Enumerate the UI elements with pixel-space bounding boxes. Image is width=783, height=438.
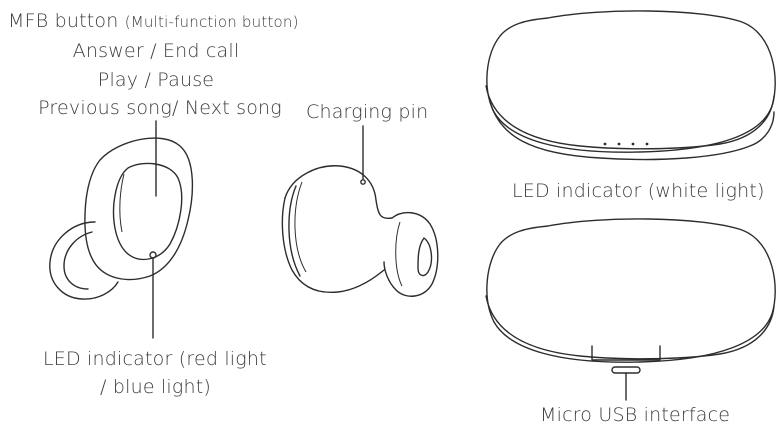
- case-body-outline: [486, 218, 776, 363]
- case-led-label: LED indicator (white light): [512, 180, 765, 202]
- case-bottom-view: [485, 218, 776, 401]
- charging-pin-label: Charging pin: [306, 101, 429, 123]
- case-body-seam: [485, 295, 775, 360]
- mfb-button-outline: [112, 162, 183, 261]
- case-usb-recess: [591, 345, 661, 361]
- mfb-button-note: (Multi-function button): [124, 13, 299, 31]
- previous-next-song-label: Previous song/ Next song: [38, 97, 282, 119]
- earbud-wing-inner: [63, 231, 93, 290]
- earbud-side-body-top: [284, 165, 393, 220]
- play-pause-label: Play / Pause: [97, 69, 215, 91]
- earbud-led-label-line1: LED indicator (red light: [43, 348, 267, 370]
- charging-pin-dot: [360, 179, 366, 185]
- earbud-body: [84, 137, 194, 281]
- case-led-dot-2: [617, 142, 621, 146]
- earbud-led-dot: [149, 251, 157, 259]
- case-lid-outline: [486, 10, 776, 153]
- earbud-led-label-line2: / blue light): [100, 376, 212, 398]
- micro-usb-port: [611, 366, 641, 374]
- case-base-edge: [489, 101, 775, 161]
- case-seam-line: [485, 85, 775, 150]
- case-closed-view: [485, 10, 776, 161]
- mfb-button-label: MFB button (Multi-function button): [8, 10, 299, 32]
- earbud-side-body-bottom: [281, 197, 385, 294]
- earbud-side-face: [288, 185, 301, 277]
- earbud-side-face-inner: [294, 181, 307, 273]
- micro-usb-label: Micro USB interface: [540, 404, 731, 426]
- mfb-button-edge: [119, 173, 125, 233]
- case-led-dot-4: [645, 142, 649, 146]
- mfb-button-title: MFB button: [8, 10, 119, 32]
- earbud-wing-outline: [49, 221, 119, 300]
- answer-end-call-label: Answer / End call: [72, 40, 240, 62]
- case-led-dot-1: [603, 142, 607, 146]
- case-led-dot-3: [631, 142, 635, 146]
- earbud-front-view: [49, 120, 194, 339]
- earbud-ear-tip: [383, 211, 439, 297]
- earbud-nozzle: [417, 237, 433, 277]
- earbud-side-view: [281, 125, 439, 297]
- earbud-tip-seam: [395, 221, 403, 287]
